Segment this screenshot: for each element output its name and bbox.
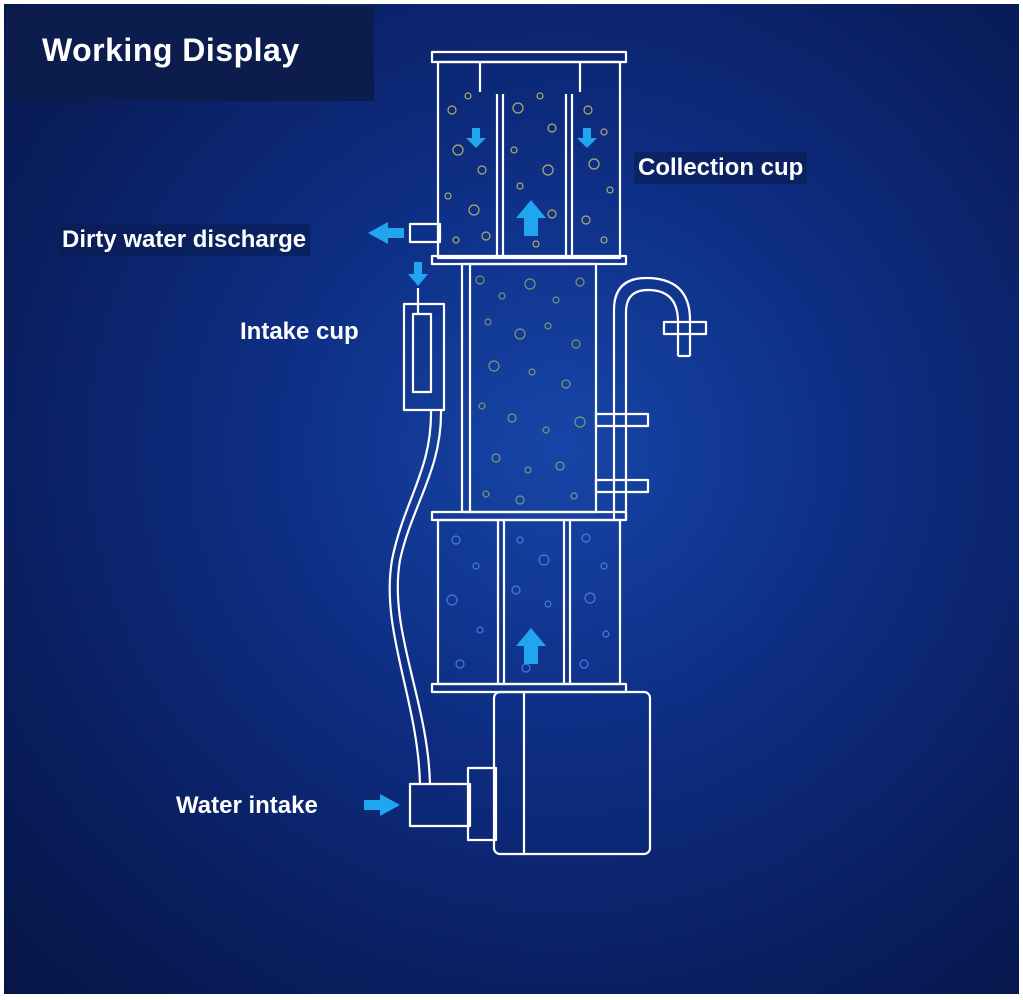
- arrow-up-collection-center: [516, 200, 546, 236]
- bubbles-reaction-chamber: [475, 275, 586, 505]
- label-dirty-water-discharge: Dirty water discharge: [58, 224, 311, 256]
- label-water-intake: Water intake: [176, 792, 318, 819]
- middle-flange: [430, 510, 628, 522]
- label-intake-cup: Intake cup: [240, 318, 359, 345]
- intake-cup-inner: [411, 312, 433, 394]
- arrow-water-intake: [364, 794, 400, 816]
- arrow-up-lower-chamber: [516, 628, 546, 664]
- flow-arrows: [364, 128, 597, 816]
- arrow-down-intake-cup: [408, 262, 428, 286]
- riser-clamp-middle: [594, 412, 650, 428]
- intake-cup: [402, 302, 446, 412]
- discharge-outlet: [408, 222, 442, 244]
- arrow-down-collection-right: [577, 128, 597, 148]
- pump-inlet-collar: [466, 766, 498, 842]
- label-collection-cup: Collection cup: [634, 152, 808, 184]
- pump-inlet: [408, 782, 472, 828]
- arrow-discharge-left: [368, 222, 404, 244]
- background-panel: [4, 4, 1019, 994]
- collection-cup-body: [436, 60, 622, 260]
- riser-clamp-top: [662, 320, 708, 336]
- diagram-title: Working Display: [42, 32, 300, 68]
- lower-flange: [430, 682, 628, 694]
- title-box: [6, 6, 374, 101]
- arrow-down-collection-left: [466, 128, 486, 148]
- riser-pipe-inner: [624, 288, 680, 520]
- intake-hose-inner: [396, 409, 443, 785]
- riser-clamp-bottom: [594, 478, 650, 494]
- pump-body: [492, 690, 652, 856]
- collection-cup-lid: [430, 50, 628, 64]
- reaction-chamber: [460, 262, 598, 514]
- bubbles-collection-cup: [444, 92, 614, 248]
- intake-hose-outer: [388, 409, 433, 785]
- riser-pipe-outer: [612, 276, 692, 520]
